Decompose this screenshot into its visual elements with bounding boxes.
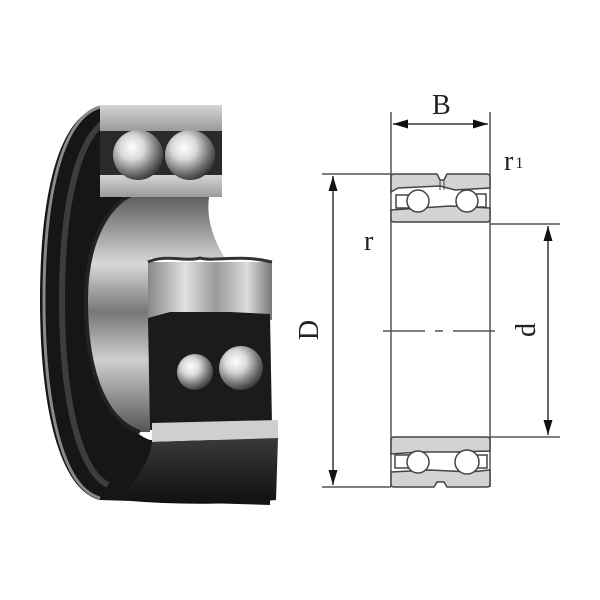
bearing-photo <box>40 105 278 505</box>
section-bottom <box>390 436 491 488</box>
label-r1-main: r <box>504 146 514 177</box>
top-ring-face <box>100 105 222 131</box>
bore-surface <box>86 192 225 432</box>
label-bore-diameter-d: d <box>511 323 542 337</box>
label-chamfer-r: r <box>364 226 374 257</box>
outer-ring-shell <box>40 107 270 505</box>
bottom-ring-face <box>152 420 278 442</box>
lower-ball-right <box>219 346 263 390</box>
section-top <box>390 173 491 223</box>
label-outer-diameter-d: D <box>294 319 326 341</box>
label-r1-subscript: 1 <box>515 155 524 172</box>
inner-ring-section <box>148 262 272 320</box>
lower-ball-left <box>177 354 213 390</box>
top-ball-left <box>113 130 163 180</box>
label-width-b: B <box>432 90 451 121</box>
top-ball-right <box>165 130 215 180</box>
